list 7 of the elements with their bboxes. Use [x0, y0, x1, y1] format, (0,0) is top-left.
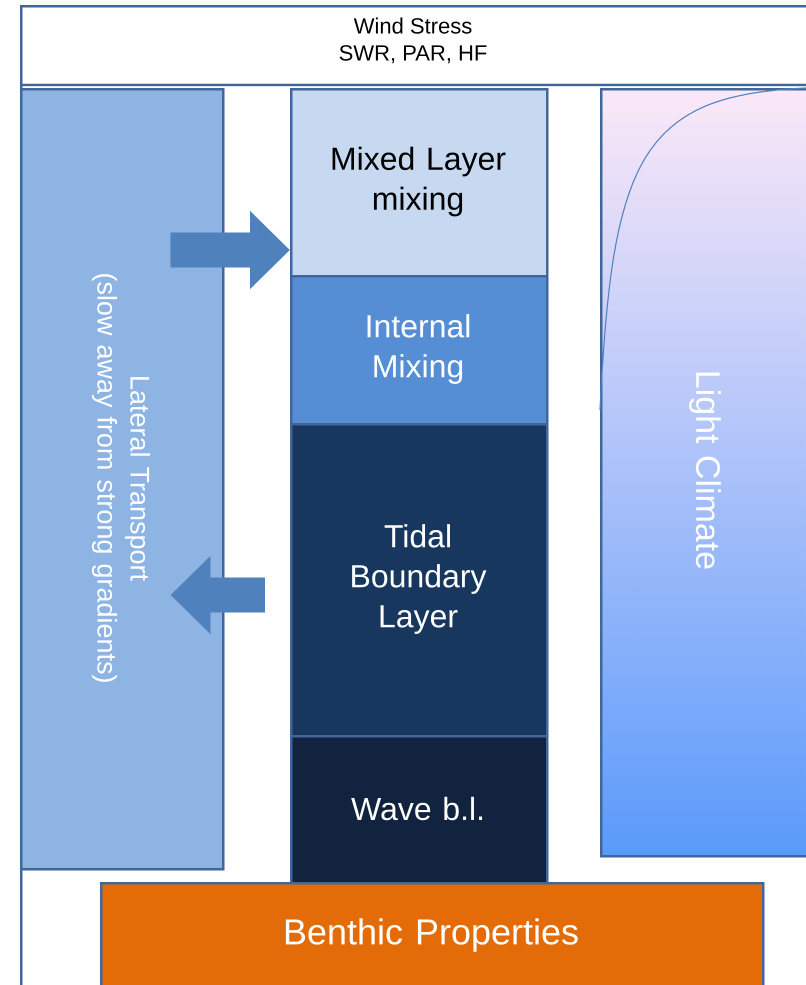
layer-box: Wave b.l.	[290, 735, 548, 884]
layer-box: Tidal Boundary Layer	[290, 423, 548, 738]
layer-box: Mixed Layer mixing	[290, 88, 548, 278]
light-panel: Light Climate	[599, 87, 806, 858]
transport-panel: Lateral Transport (slow away from strong gradients)	[20, 88, 224, 870]
layer-box: Internal Mixing	[290, 275, 548, 426]
benthic-box: Benthic Properties	[100, 882, 764, 985]
